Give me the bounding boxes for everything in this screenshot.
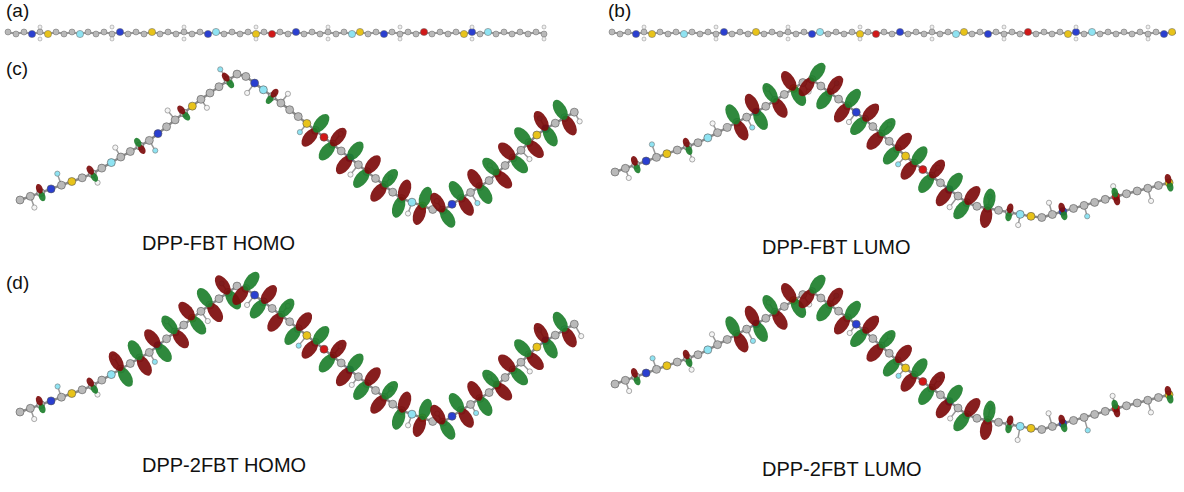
orbital-caption: DPP-2FBT LUMO	[760, 458, 924, 481]
lumo-orbital	[611, 272, 1174, 443]
orbital-caption: DPP-2FBT HOMO	[140, 454, 308, 477]
homo-orbital	[16, 269, 584, 442]
panel-label: (c)	[4, 58, 30, 80]
homo-orbital	[16, 67, 582, 231]
planar-backbone-side-view	[609, 25, 1176, 41]
orbital-caption: DPP-FBT HOMO	[140, 232, 297, 255]
orbital-caption: DPP-FBT LUMO	[760, 236, 913, 259]
planar-backbone-side-view	[5, 25, 547, 41]
lumo-orbital	[611, 60, 1174, 229]
panel-label: (a)	[4, 0, 31, 22]
panel-label: (d)	[4, 272, 31, 294]
panel-label: (b)	[606, 0, 633, 22]
